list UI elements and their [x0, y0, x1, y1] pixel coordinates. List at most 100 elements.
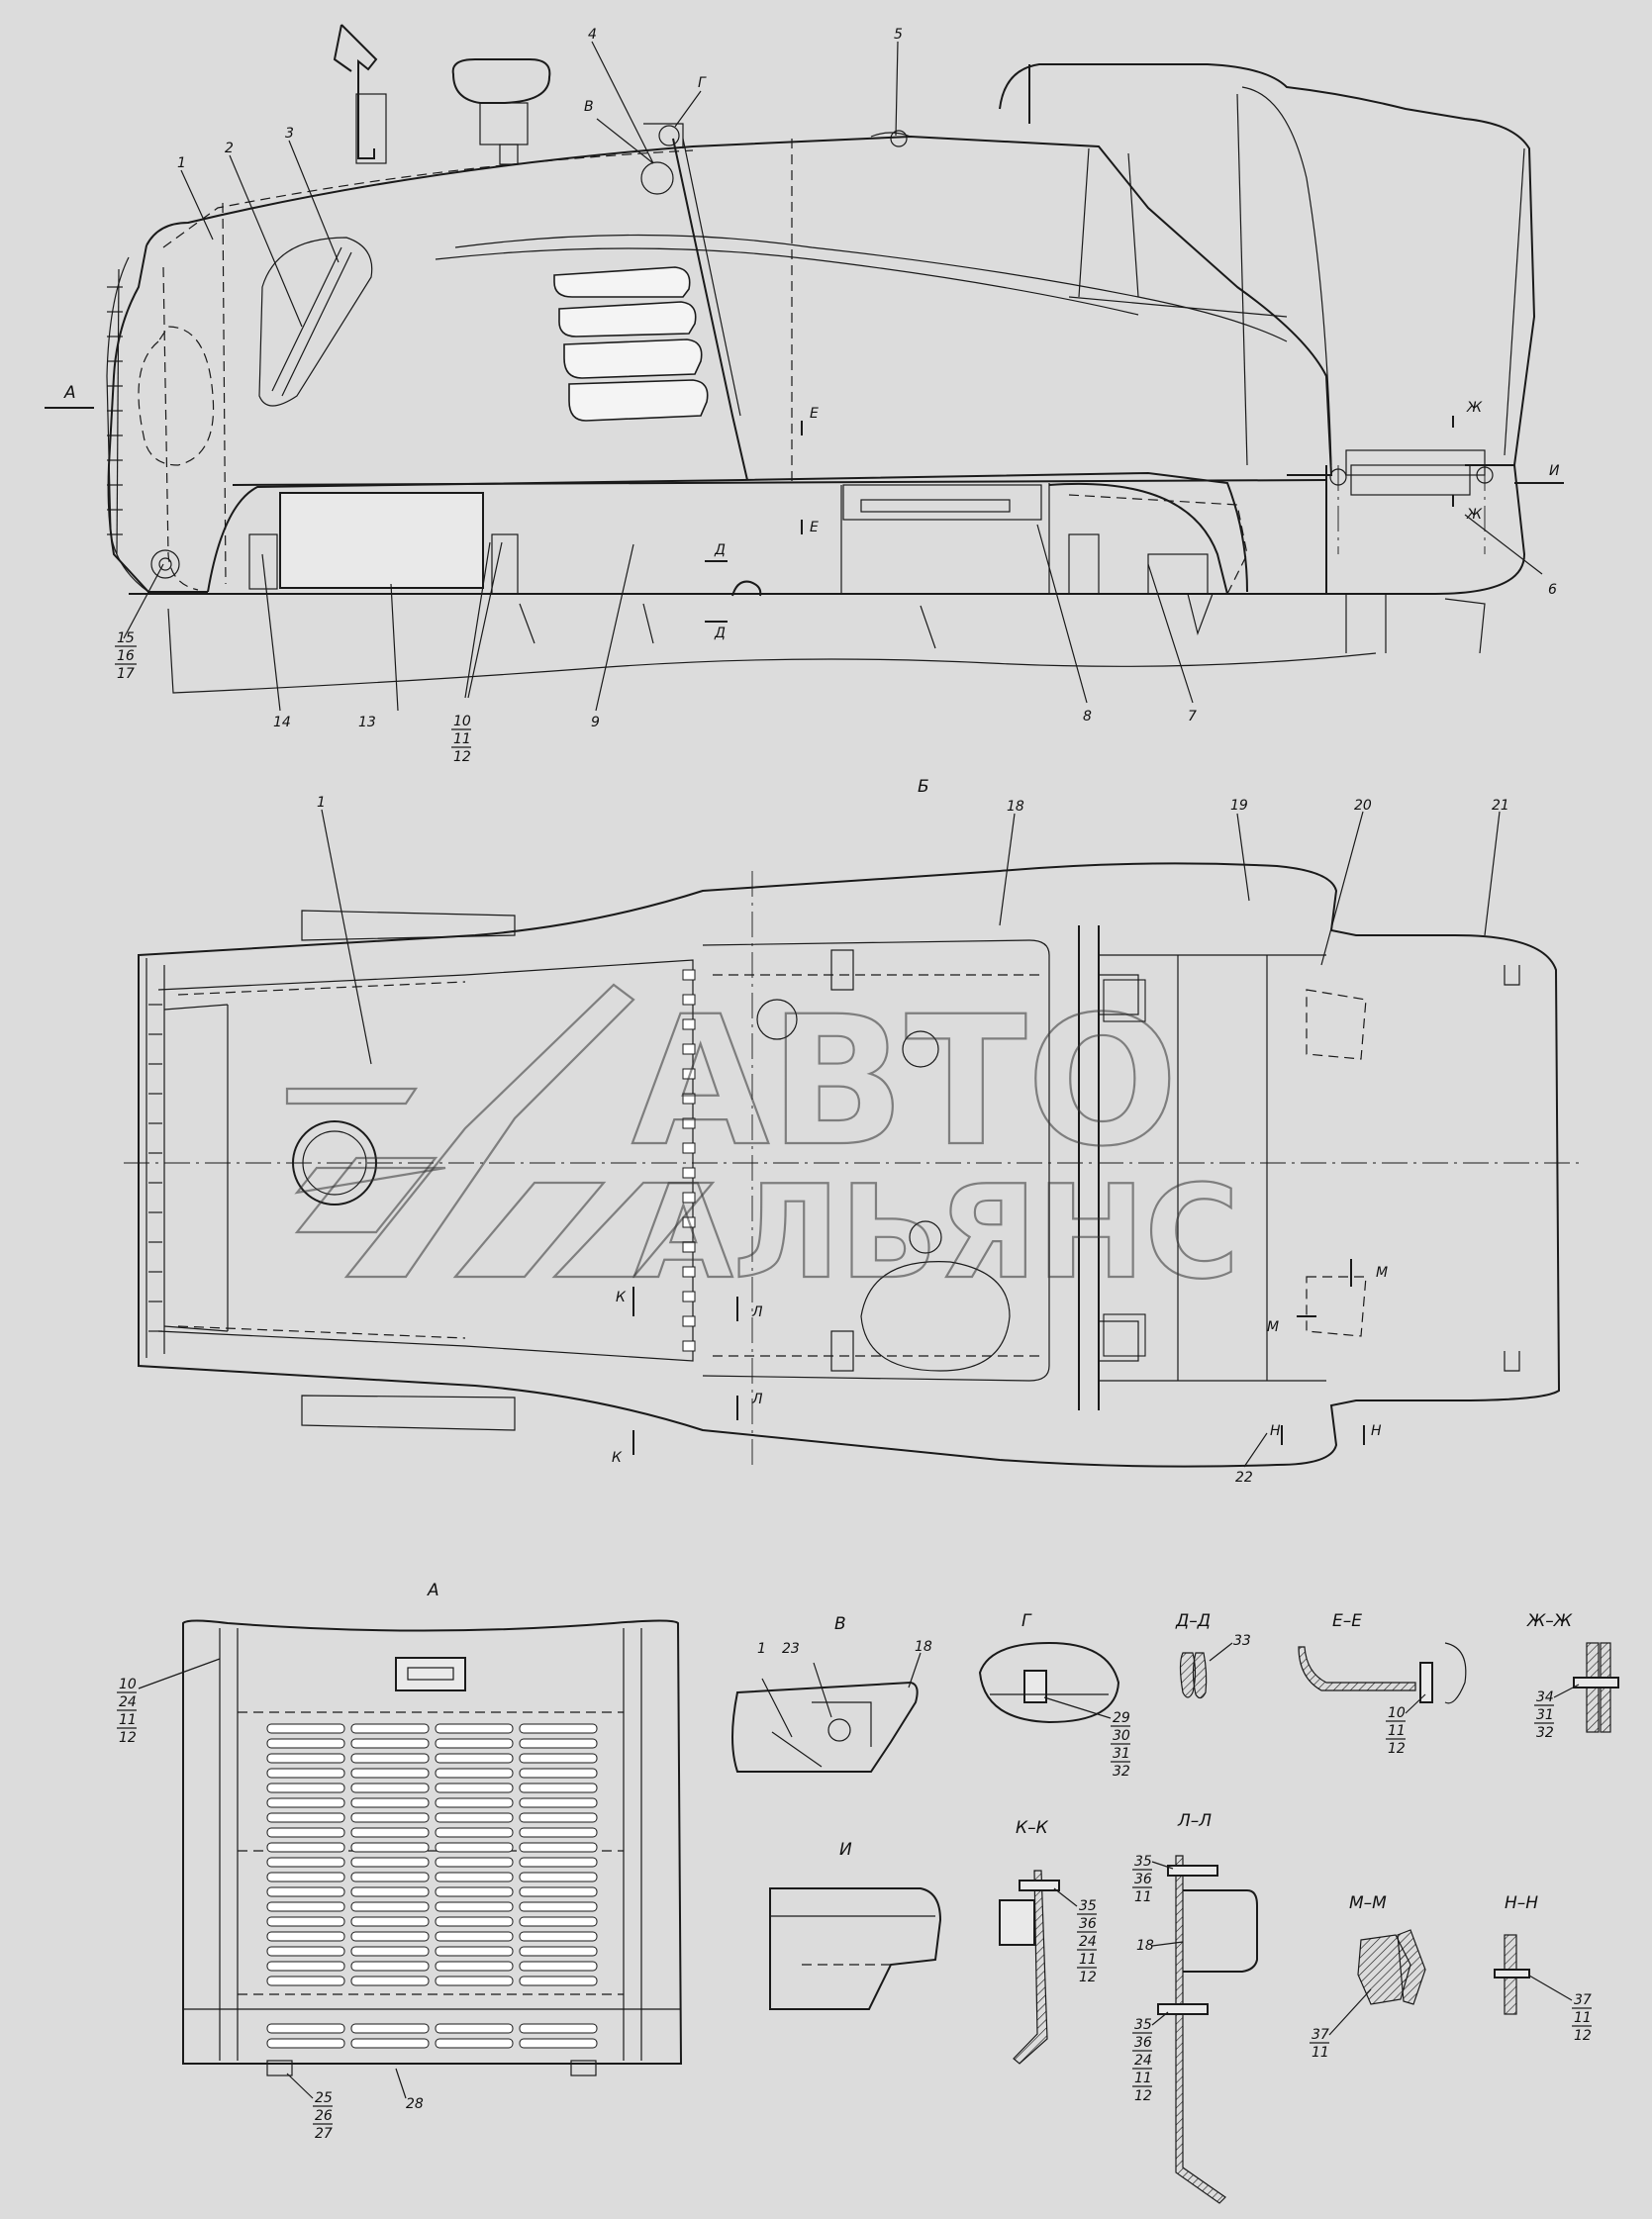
- grille-slot: [519, 1827, 598, 1838]
- svg-text:17: 17: [117, 666, 135, 682]
- detail-LL-label-18: 18: [1136, 1938, 1154, 1954]
- grille-slot: [519, 2038, 598, 2049]
- section-mark-I: И: [1549, 463, 1560, 479]
- grille-slot: [519, 1783, 598, 1793]
- svg-text:10: 10: [1388, 1705, 1406, 1721]
- top-view: Б: [124, 777, 1584, 1486]
- detail-LL-stack-top: 35 36 11: [1132, 1854, 1174, 1905]
- detail-G-stack: 29 30 31 32: [1043, 1696, 1130, 1780]
- grille-slot: [519, 1901, 598, 1912]
- front-grille-slots: [266, 1723, 598, 2049]
- grille-slot: [435, 1842, 514, 1853]
- grille-slot: [350, 1842, 430, 1853]
- detail-V-label-18: 18: [915, 1639, 932, 1655]
- svg-text:10: 10: [119, 1677, 137, 1692]
- top-label-1: 1: [317, 795, 326, 811]
- detail-MM: М–М 37 11: [1310, 1893, 1426, 2061]
- side-label-13: 13: [358, 715, 376, 730]
- top-label-20: 20: [1354, 798, 1372, 814]
- grille-slot: [266, 1783, 345, 1793]
- detail-ZhZh: Ж–Ж 34 31 32: [1526, 1611, 1619, 1741]
- side-label-9: 9: [591, 715, 600, 730]
- grille-slot: [350, 1812, 430, 1823]
- grille-slot: [435, 1946, 514, 1957]
- front-view: А 10 24 11 12 25 26 27 28: [117, 1581, 683, 2142]
- svg-text:35: 35: [1134, 2017, 1152, 2033]
- grille-slot: [435, 1857, 514, 1868]
- svg-text:37: 37: [1574, 1992, 1592, 2008]
- section-mark-M-top: М: [1376, 1265, 1388, 1281]
- grille-slot: [519, 1857, 598, 1868]
- side-label-8: 8: [1083, 709, 1092, 724]
- side-label-3: 3: [285, 126, 294, 142]
- grille-slot: [266, 1931, 345, 1942]
- svg-text:11: 11: [1134, 1889, 1152, 1905]
- side-label-7: 7: [1188, 709, 1197, 724]
- side-label-2: 2: [225, 141, 234, 156]
- detail-I: И: [769, 1840, 942, 2010]
- grille-slot: [350, 1768, 430, 1779]
- grille-slot: [350, 1723, 430, 1734]
- grille-slot: [435, 1783, 514, 1793]
- grille-slot: [435, 1916, 514, 1927]
- svg-text:36: 36: [1134, 2035, 1152, 2051]
- section-mark-A: А: [63, 383, 76, 403]
- grille-slot: [435, 2023, 514, 2034]
- svg-text:31: 31: [1536, 1707, 1554, 1723]
- grille-slot: [350, 2038, 430, 2049]
- view-mark-V: В: [584, 99, 594, 115]
- grille-slot: [266, 1723, 345, 1734]
- grille-slot: [266, 1946, 345, 1957]
- svg-text:12: 12: [1388, 1741, 1406, 1757]
- view-title-B: Б: [918, 777, 929, 797]
- grille-slot: [519, 1916, 598, 1927]
- grille-slot: [435, 1872, 514, 1882]
- grille-slot: [519, 1976, 598, 1986]
- top-fasteners-row: [682, 969, 696, 1352]
- side-label-5: 5: [894, 27, 903, 43]
- detail-DD: Д–Д 33: [1175, 1611, 1251, 1699]
- grille-slot: [350, 1946, 430, 1957]
- grille-slot: [519, 1931, 598, 1942]
- top-label-22: 22: [1235, 1470, 1253, 1486]
- grille-slot: [266, 1872, 345, 1882]
- detail-V-label-1: 1: [757, 1641, 766, 1657]
- top-label-19: 19: [1230, 798, 1248, 814]
- view-mark-G: Г: [698, 75, 707, 91]
- grille-slot: [350, 1901, 430, 1912]
- grille-slot: [435, 1768, 514, 1779]
- front-label-28: 28: [406, 2096, 424, 2112]
- grille-slot: [266, 2023, 345, 2034]
- svg-text:11: 11: [1312, 2045, 1329, 2061]
- side-label-14: 14: [273, 715, 291, 730]
- grille-slot: [266, 1753, 345, 1764]
- svg-text:24: 24: [1079, 1934, 1097, 1950]
- section-mark-N-left: Н: [1270, 1423, 1281, 1439]
- grille-slot: [435, 1886, 514, 1897]
- watermark-logo: [285, 983, 716, 1279]
- svg-text:24: 24: [1134, 2053, 1152, 2069]
- section-mark-D-bottom: Д: [714, 626, 726, 641]
- svg-text:10: 10: [453, 714, 471, 729]
- svg-text:32: 32: [1113, 1764, 1130, 1780]
- svg-text:12: 12: [1134, 2088, 1152, 2104]
- svg-text:12: 12: [119, 1730, 137, 1746]
- section-mark-M-bottom: М: [1267, 1319, 1279, 1335]
- grille-slot: [350, 1753, 430, 1764]
- section-mark-E-bottom: Е: [810, 520, 819, 535]
- detail-EE-stack: 10 11 12: [1386, 1693, 1426, 1757]
- detail-G: Г 29 30 31 32: [978, 1611, 1130, 1780]
- section-mark-K-top: К: [616, 1290, 627, 1305]
- grille-slot: [266, 1976, 345, 1986]
- grille-slot: [350, 1827, 430, 1838]
- detail-title-I: И: [839, 1840, 852, 1860]
- top-label-18: 18: [1007, 799, 1024, 815]
- grille-slot: [350, 1931, 430, 1942]
- svg-text:36: 36: [1079, 1916, 1097, 1932]
- detail-title-NN: Н–Н: [1505, 1893, 1538, 1913]
- grille-slot: [350, 1872, 430, 1882]
- view-title-A: А: [427, 1581, 439, 1600]
- grille-slot: [519, 1886, 598, 1897]
- grille-slot: [519, 1961, 598, 1972]
